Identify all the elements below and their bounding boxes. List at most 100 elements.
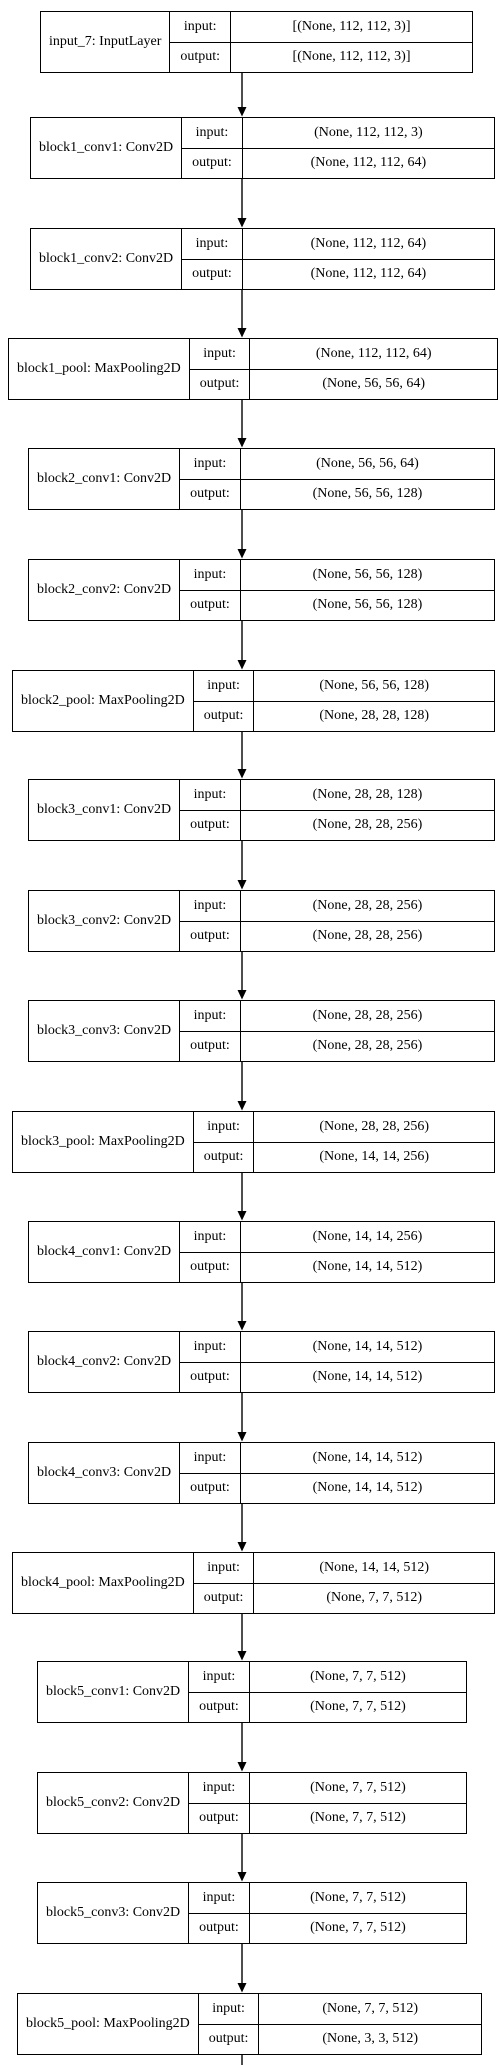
output-shape: (None, 56, 56, 64) — [250, 368, 497, 400]
input-label: input: — [193, 455, 227, 471]
io-labels: input: output: — [170, 12, 232, 73]
output-shape: [(None, 112, 112, 3)] — [231, 41, 472, 73]
io-labels: input:output: — [193, 1553, 255, 1613]
input-shape: (None, 14, 14, 512) — [319, 1559, 430, 1575]
shape-values: (None, 14, 14, 512)(None, 14, 14, 512) — [240, 1332, 494, 1392]
arrowhead-icon — [237, 438, 247, 448]
output-shape: (None, 7, 7, 512) — [249, 1691, 466, 1723]
io-labels: input:output: — [189, 339, 251, 400]
arrowhead-icon — [237, 1983, 247, 1993]
output-label: output: — [180, 1030, 240, 1062]
shape-values: (None, 56, 56, 128) (None, 28, 28, 128) — [254, 671, 494, 731]
layer-name: input_7: InputLayer — [41, 12, 171, 72]
input-label: input: — [207, 677, 240, 693]
output-label: output: — [189, 368, 250, 400]
input-shape: (None, 112, 112, 3) — [314, 124, 423, 140]
output-label: output: — [198, 2023, 259, 2055]
output-shape: (None, 28, 28, 128) — [254, 700, 494, 732]
layer-name: block1_conv2: Conv2D — [31, 229, 183, 289]
output-shape: (None, 7, 7, 512) — [249, 1802, 466, 1834]
output-label: output: — [170, 41, 231, 73]
io-labels: input: output: — [189, 1773, 250, 1833]
layer-name: block4_conv3: Conv2D — [29, 1443, 181, 1503]
io-labels: input:output: — [180, 1443, 241, 1503]
output-label: output: — [189, 1912, 249, 1944]
input-shape: (None, 14, 14, 512) — [312, 1338, 423, 1354]
output-label: output: — [180, 1361, 240, 1393]
io-labels: input: output: — [198, 1994, 260, 2055]
arrowhead-icon — [237, 1872, 247, 1882]
shape-values: (None, 28, 28, 128) (None, 28, 28, 256) — [240, 780, 494, 841]
arrowhead-icon — [237, 218, 247, 228]
io-labels: input: output: — [182, 118, 243, 178]
arrowhead-icon — [237, 107, 247, 117]
io-labels: input: output: — [180, 449, 241, 509]
input-shape: (None, 56, 56, 128) — [319, 677, 430, 693]
arrowhead-icon — [237, 549, 247, 559]
layer-name: block3_pool: MaxPooling2D — [13, 1112, 194, 1172]
shape-values: (None, 14, 14, 512)(None, 14, 14, 512) — [240, 1443, 494, 1503]
arrowhead-icon — [237, 1762, 247, 1772]
input-label: input: — [195, 235, 229, 251]
shape-values: (None, 28, 28, 256)(None, 14, 14, 256) — [254, 1112, 494, 1172]
io-labels: input:output: — [180, 1001, 241, 1061]
arrowhead-icon — [237, 880, 247, 890]
output-shape: (None, 28, 28, 256) — [240, 920, 494, 952]
input-shape: (None, 7, 7, 512) — [322, 2000, 419, 2016]
layer-name: block4_conv1: Conv2D — [29, 1222, 181, 1282]
output-label: output: — [182, 147, 242, 179]
shape-values: [(None, 112, 112, 3)][(None, 112, 112, 3… — [231, 12, 472, 72]
input-shape: (None, 28, 28, 128) — [312, 786, 423, 802]
input-label: input: — [193, 1449, 227, 1465]
shape-values: (None, 112, 112, 64)(None, 112, 112, 64) — [242, 229, 494, 289]
shape-values: (None, 14, 14, 256)(None, 14, 14, 512) — [240, 1222, 494, 1282]
input-label: input: — [193, 566, 227, 582]
input-label: input: — [202, 1779, 236, 1795]
input-shape: (None, 14, 14, 256) — [312, 1228, 423, 1244]
shape-values: (None, 56, 56, 64)(None, 56, 56, 128) — [240, 449, 494, 509]
layer-name: block1_conv1: Conv2D — [31, 118, 183, 178]
output-label: output: — [180, 478, 240, 510]
io-labels: input:output: — [189, 1662, 250, 1722]
output-shape: (None, 112, 112, 64) — [242, 147, 494, 179]
output-label: output: — [180, 1251, 240, 1283]
input-label: input: — [207, 1559, 240, 1575]
input-label: input: — [193, 1338, 227, 1354]
input-shape: (None, 112, 112, 64) — [315, 345, 432, 361]
input-shape: (None, 7, 7, 512) — [310, 1779, 406, 1795]
input-shape: (None, 56, 56, 64) — [316, 455, 419, 471]
layer-name: block5_conv3: Conv2D — [38, 1883, 190, 1943]
input-shape: (None, 56, 56, 128) — [312, 566, 423, 582]
shape-values: (None, 28, 28, 256)(None, 28, 28, 256) — [240, 1001, 494, 1061]
output-shape: (None, 56, 56, 128) — [240, 589, 494, 621]
input-label: input: — [212, 2000, 245, 2016]
input-label: input: — [183, 18, 217, 34]
shape-values: (None, 7, 7, 512) (None, 7, 7, 512) — [249, 1773, 466, 1834]
arrowhead-icon — [237, 1101, 247, 1111]
output-label: output: — [193, 1141, 254, 1173]
layer-name: block2_conv2: Conv2D — [29, 560, 181, 620]
shape-values: (None, 14, 14, 512)(None, 7, 7, 512) — [254, 1553, 494, 1613]
io-labels: input:output: — [182, 229, 243, 289]
output-label: output: — [180, 920, 240, 952]
input-label: input: — [195, 124, 229, 140]
shape-values: (None, 112, 112, 64) (None, 56, 56, 64) — [250, 339, 497, 399]
layer-name: block3_conv2: Conv2D — [29, 891, 181, 951]
output-shape: (None, 28, 28, 256) — [240, 809, 494, 841]
shape-values: (None, 7, 7, 512)(None, 7, 7, 512) — [249, 1883, 466, 1943]
io-labels: input: output: — [180, 1332, 241, 1392]
output-label: output: — [189, 1802, 249, 1834]
output-label: output: — [180, 809, 240, 841]
output-shape: (None, 14, 14, 256) — [254, 1141, 494, 1173]
